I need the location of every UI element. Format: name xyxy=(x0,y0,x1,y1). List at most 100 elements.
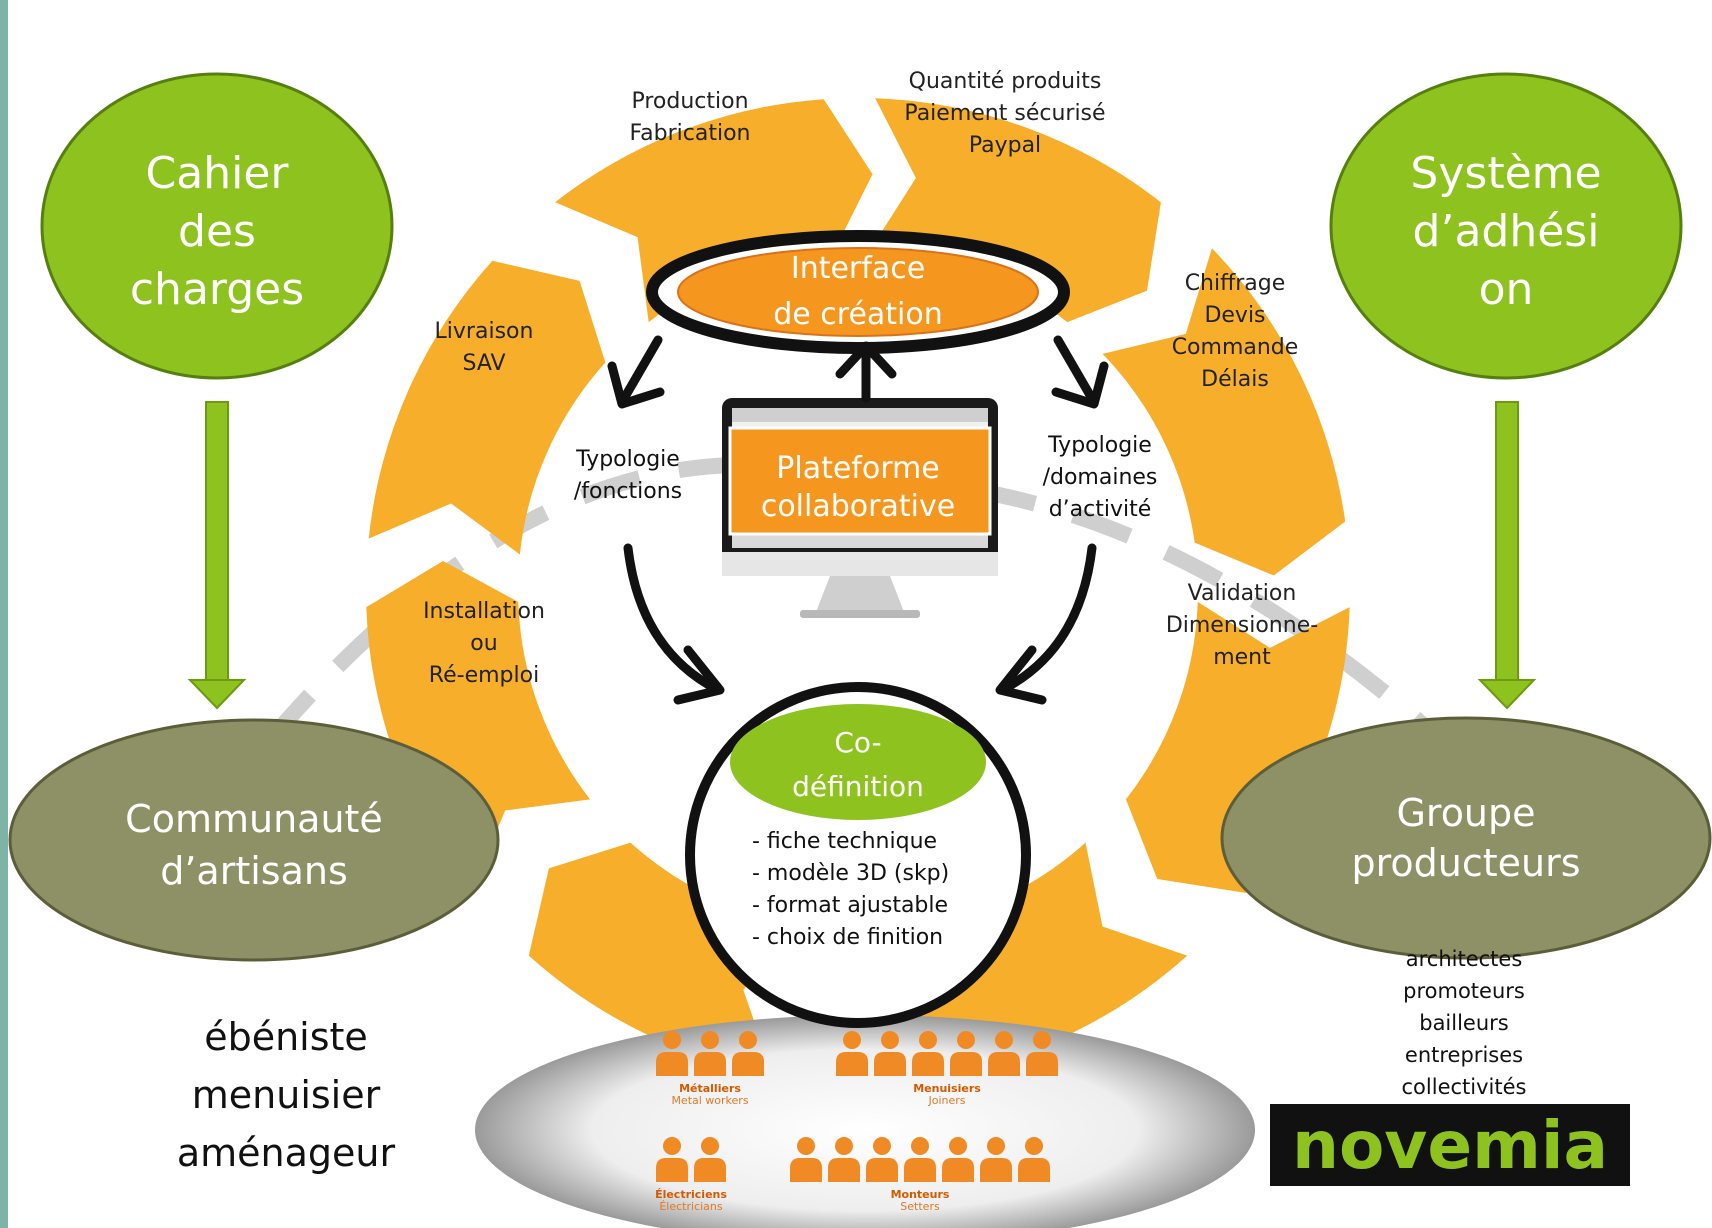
worker-person-icon xyxy=(694,1158,726,1182)
interface-bubble xyxy=(677,247,1039,337)
communaute-node xyxy=(8,718,500,962)
codefinition-item-1: - fiche technique xyxy=(752,829,937,854)
trade-1: ébéniste xyxy=(204,1015,368,1059)
typologie-right-line-3: d’activité xyxy=(1049,497,1152,522)
worker-person-icon xyxy=(1025,1137,1043,1155)
codefinition-item-3: - format ajustable xyxy=(752,893,948,918)
cycle-segment xyxy=(1125,601,1350,893)
segment-label-installation: Ré-emploi xyxy=(429,663,539,688)
cycle-segment xyxy=(887,842,1188,1075)
worker-group-label: Monteurs xyxy=(891,1188,950,1201)
worker-person-icon xyxy=(790,1158,822,1182)
plateforme-box xyxy=(728,426,992,536)
left-edge-strip xyxy=(0,0,8,1228)
worker-person-icon xyxy=(980,1158,1012,1182)
codefinition-title-line-1: Co- xyxy=(834,726,881,759)
worker-person-icon xyxy=(694,1052,726,1076)
producer-1: architectes xyxy=(1406,947,1523,971)
interface-line-1: Interface xyxy=(791,251,925,286)
producer-5: collectivités xyxy=(1402,1075,1527,1099)
segment-label-production: Fabrication xyxy=(630,121,751,146)
trade-2: menuisier xyxy=(192,1073,381,1117)
worker-person-icon xyxy=(987,1137,1005,1155)
worker-person-icon xyxy=(912,1052,944,1076)
worker-person-icon xyxy=(797,1137,815,1155)
cahier-node xyxy=(40,72,394,380)
segment-label-chiffrage: Devis xyxy=(1204,303,1265,328)
interface-line-2: de création xyxy=(773,297,943,332)
cahier-line-3: charges xyxy=(130,264,304,315)
trade-3: aménageur xyxy=(177,1131,396,1175)
cycle-segment xyxy=(555,99,873,323)
segment-label-livraison: SAV xyxy=(462,351,505,376)
worker-group-sublabel: Setters xyxy=(900,1200,940,1213)
segment-label-chiffrage: Commande xyxy=(1172,335,1299,360)
typologie-left-line-1: Typologie xyxy=(575,447,680,472)
segment-label-validation: ment xyxy=(1213,645,1271,670)
segment-label-installation: Installation xyxy=(423,599,545,624)
systeme-node xyxy=(1329,72,1683,380)
worker-person-icon xyxy=(950,1052,982,1076)
worker-person-icon xyxy=(904,1158,936,1182)
segment-label-validation: Validation xyxy=(1188,581,1297,606)
worker-group-sublabel: Joiners xyxy=(927,1094,965,1107)
typologie-right-line-1: Typologie xyxy=(1047,433,1152,458)
cycle-segment xyxy=(869,98,1161,323)
typologie-right-line-2: /domaines xyxy=(1043,465,1158,490)
novemia-logo xyxy=(1270,1104,1630,1186)
worker-group-label: Menuisiers xyxy=(913,1082,981,1095)
cahier-line-1: Cahier xyxy=(146,148,290,199)
systeme-line-2: d’adhési xyxy=(1413,206,1600,257)
worker-person-icon xyxy=(866,1158,898,1182)
plateforme-line-1: Plateforme xyxy=(776,451,939,486)
groupe-node xyxy=(1220,716,1712,960)
producer-3: bailleurs xyxy=(1419,1011,1509,1035)
worker-person-icon xyxy=(1026,1052,1058,1076)
cahier-line-2: des xyxy=(178,206,256,257)
cycle-segment xyxy=(1102,248,1346,576)
worker-person-icon xyxy=(843,1031,861,1049)
segment-label-paiement: Paypal xyxy=(969,133,1041,158)
worker-person-icon xyxy=(663,1137,681,1155)
worker-person-icon xyxy=(739,1031,757,1049)
worker-person-icon xyxy=(873,1137,891,1155)
worker-person-icon xyxy=(835,1137,853,1155)
worker-person-icon xyxy=(656,1158,688,1182)
segment-label-installation: ou xyxy=(470,631,497,656)
typologie-left-line-2: /fonctions xyxy=(574,479,682,504)
worker-person-icon xyxy=(988,1052,1020,1076)
worker-person-icon xyxy=(995,1031,1013,1049)
segment-label-paiement: Paiement sécurisé xyxy=(904,101,1105,126)
workers-disk xyxy=(475,1015,1255,1228)
novemia-logo-text: novemia xyxy=(1292,1107,1608,1184)
green-arrow-right xyxy=(1477,401,1537,710)
worker-group-sublabel: Électricians xyxy=(659,1200,723,1213)
worker-person-icon xyxy=(663,1031,681,1049)
systeme-line-3: on xyxy=(1479,264,1534,315)
worker-person-icon xyxy=(836,1052,868,1076)
flow-arrows xyxy=(607,335,1109,705)
segment-label-validation: Dimensionne- xyxy=(1166,613,1318,638)
codefinition-title-bubble xyxy=(730,704,986,820)
segment-label-production: Production xyxy=(631,89,748,114)
worker-person-icon xyxy=(919,1031,937,1049)
worker-person-icon xyxy=(1033,1031,1051,1049)
codefinition-item-4: - choix de finition xyxy=(752,925,943,950)
codefinition-item-2: - modèle 3D (skp) xyxy=(752,861,949,886)
systeme-line-1: Système xyxy=(1410,148,1601,199)
codefinition-title-line-2: définition xyxy=(792,770,924,803)
worker-person-icon xyxy=(701,1137,719,1155)
segment-label-chiffrage: Délais xyxy=(1201,367,1269,392)
worker-person-icon xyxy=(949,1137,967,1155)
worker-person-icon xyxy=(957,1031,975,1049)
communaute-line-2: d’artisans xyxy=(160,849,348,893)
segment-label-chiffrage: Chiffrage xyxy=(1185,271,1286,296)
worker-person-icon xyxy=(828,1158,860,1182)
segment-label-paiement: Quantité produits xyxy=(909,69,1102,94)
green-arrow-left xyxy=(187,401,247,710)
worker-group-label: Électriciens xyxy=(655,1188,727,1201)
cycle-ring xyxy=(366,98,1350,1075)
